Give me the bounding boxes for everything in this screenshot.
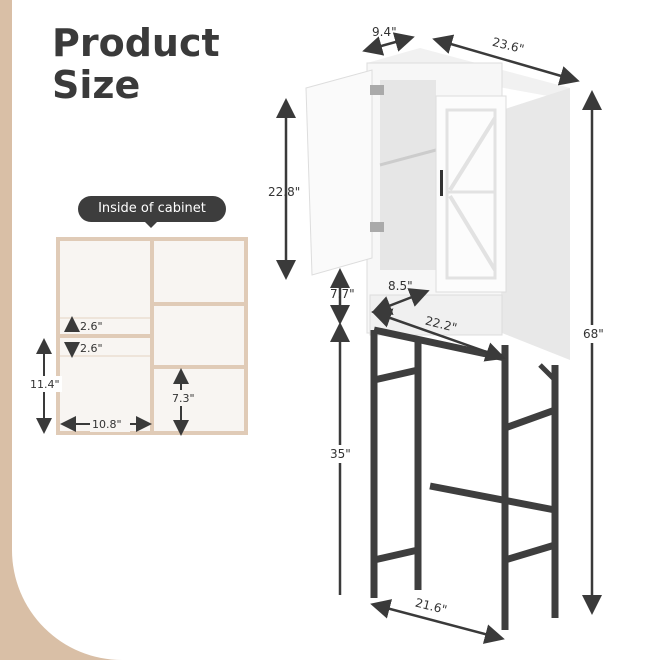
base-width-dim: 21.6" [414, 596, 449, 617]
inside-cabinet-label: Inside of cabinet [78, 196, 226, 228]
title-line-2: Size [52, 63, 141, 107]
shelf-down-dim: 2.6" [80, 342, 103, 355]
shelf-up-dim: 2.6" [80, 320, 103, 333]
width-dim-top: 23.6" [491, 35, 526, 56]
open-shelf-height-dim: 7.7" [330, 287, 355, 301]
height-left-dim: 11.4" [30, 378, 60, 391]
leg-height-dim: 35" [330, 447, 351, 461]
page-title: Product Size [52, 22, 220, 106]
width-dim: 10.8" [92, 418, 122, 431]
inside-cabinet-diagram: 2.6" 2.6" 11.4" 10.8" 7.3" [28, 237, 248, 436]
title-line-1: Product [52, 21, 220, 65]
depth-dim: 9.4" [372, 25, 397, 39]
open-shelf-depth-dim: 8.5" [388, 279, 413, 293]
height-right-dim: 7.3" [172, 392, 195, 405]
cabinet-illustration [305, 48, 570, 630]
cabinet-height-dim: 22.8" [268, 185, 300, 199]
total-height-dim: 68" [583, 327, 604, 341]
